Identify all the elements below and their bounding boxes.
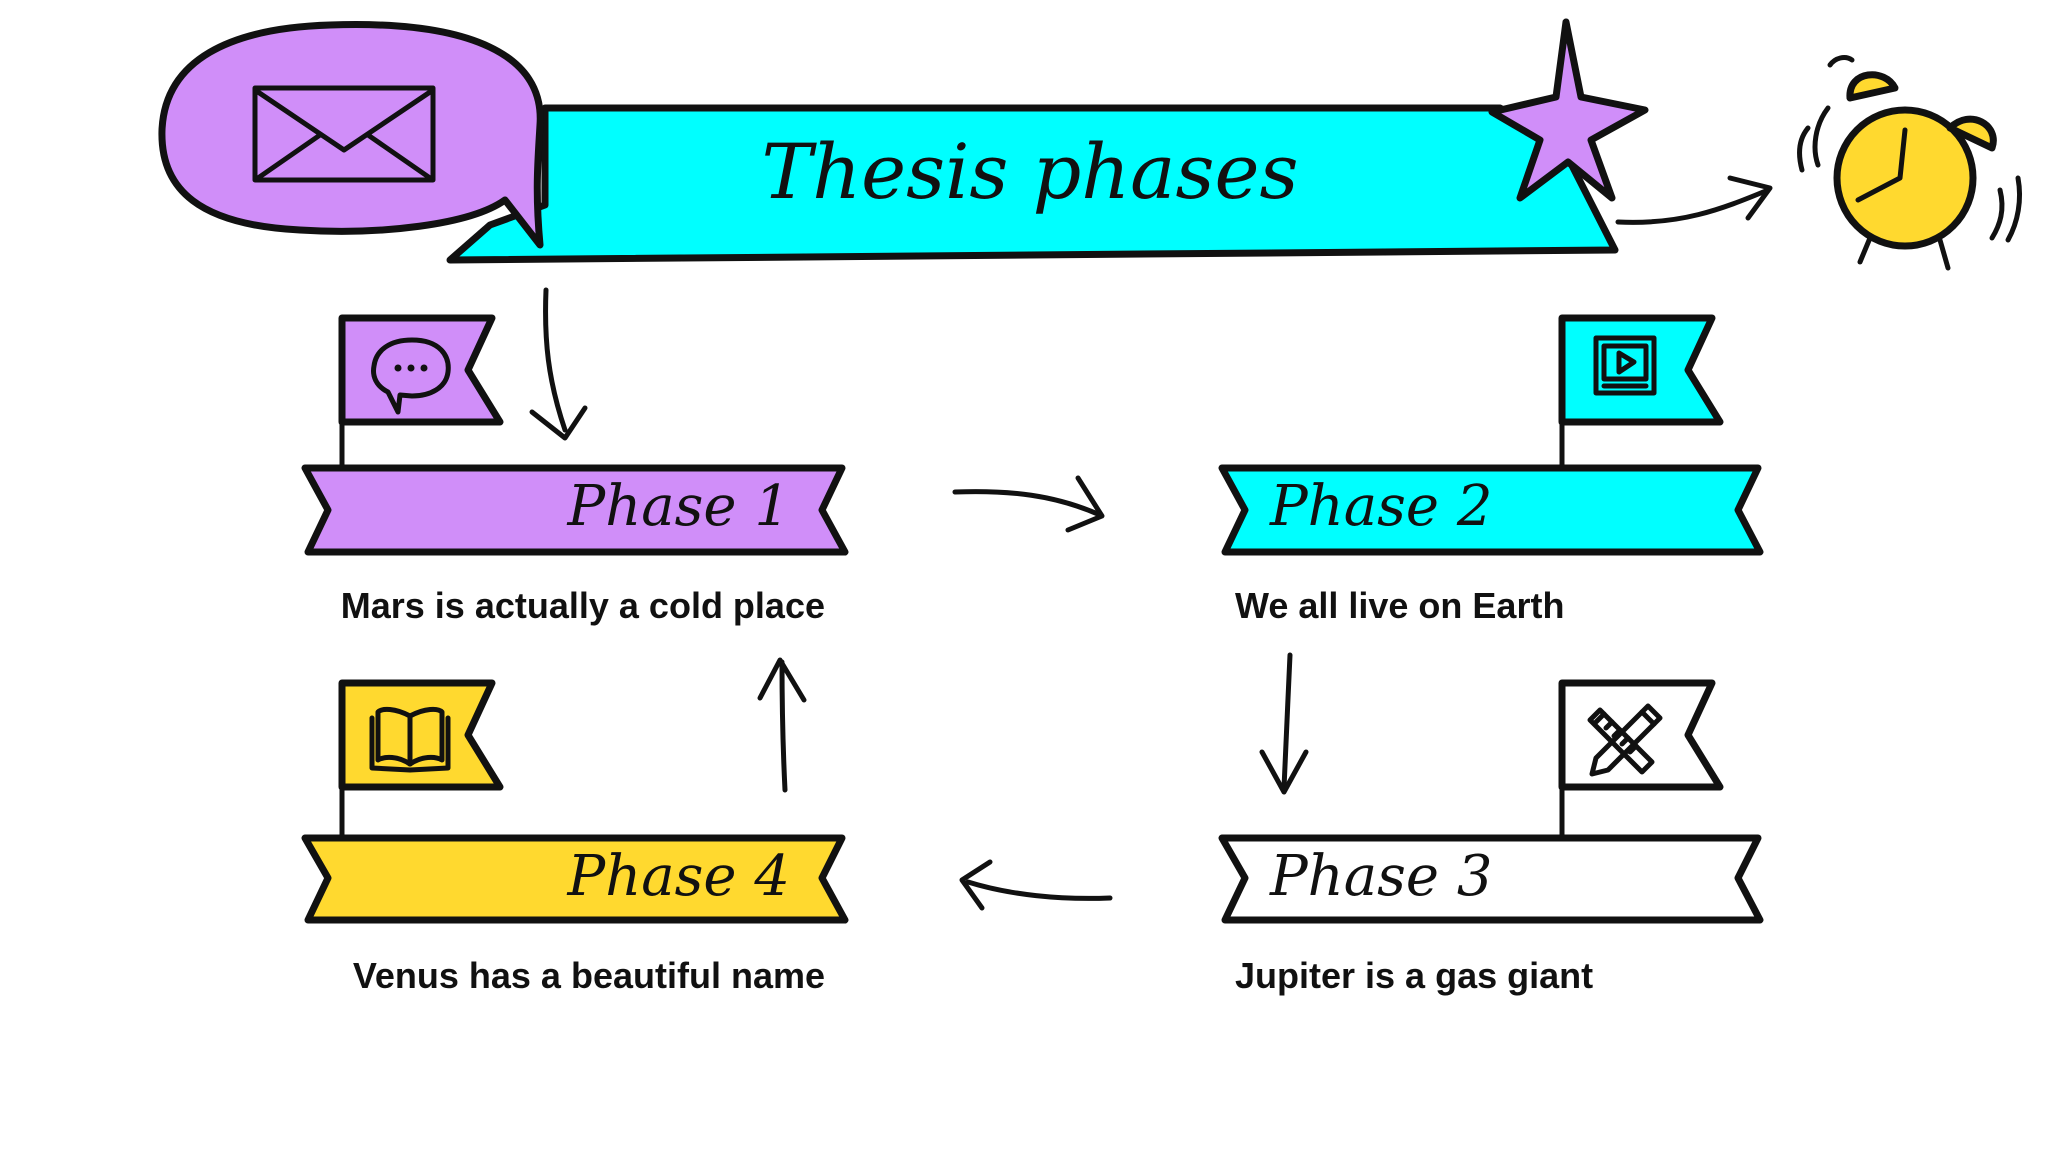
phase-4: Phase 4 Venus has a beautiful name xyxy=(301,679,849,996)
arrow-title-to-phase-1 xyxy=(529,287,588,441)
phase-1-label: Phase 1 xyxy=(567,474,790,539)
phase-3-description: Jupiter is a gas giant xyxy=(1235,955,1593,996)
envelope-icon xyxy=(252,85,436,183)
phase-4-description: Venus has a beautiful name xyxy=(353,955,825,996)
arrow-to-clock xyxy=(1615,175,1773,225)
alarm-clock-icon xyxy=(1797,55,2023,271)
phase-1-description: Mars is actually a cold place xyxy=(341,585,825,626)
speech-bubble xyxy=(158,21,544,249)
open-book-icon xyxy=(369,706,451,773)
phase-2-description: We all live on Earth xyxy=(1235,585,1564,626)
star-icon xyxy=(1488,18,1649,202)
chat-bubble-icon xyxy=(371,337,451,415)
phase-1-flag xyxy=(338,314,504,426)
title-banner: Thesis phases xyxy=(446,104,1619,264)
phase-4-label: Phase 4 xyxy=(567,844,790,909)
arrow-phase-2-to-phase-3 xyxy=(1259,652,1309,795)
phase-4-ribbon xyxy=(301,834,849,924)
phase-3: Phase 3 Jupiter is a gas giant xyxy=(1218,679,1764,996)
phase-2: Phase 2 We all live on Earth xyxy=(1218,314,1764,626)
arrow-phase-1-to-phase-2 xyxy=(952,475,1105,533)
phase-3-ribbon xyxy=(1218,834,1764,924)
video-player-icon xyxy=(1593,335,1657,396)
phase-1-ribbon xyxy=(301,464,849,556)
phase-1: Phase 1 Mars is actually a cold place xyxy=(301,314,849,626)
phase-3-label: Phase 3 xyxy=(1269,844,1492,909)
pencil-ruler-icon xyxy=(1587,703,1663,777)
phase-2-label: Phase 2 xyxy=(1269,474,1492,539)
phase-2-flag xyxy=(1558,314,1724,426)
arrow-phase-4-to-phase-1 xyxy=(757,657,807,793)
title-text: Thesis phases xyxy=(762,127,1299,216)
arrow-phase-3-to-phase-4 xyxy=(959,859,1113,911)
phase-2-ribbon xyxy=(1218,464,1764,556)
